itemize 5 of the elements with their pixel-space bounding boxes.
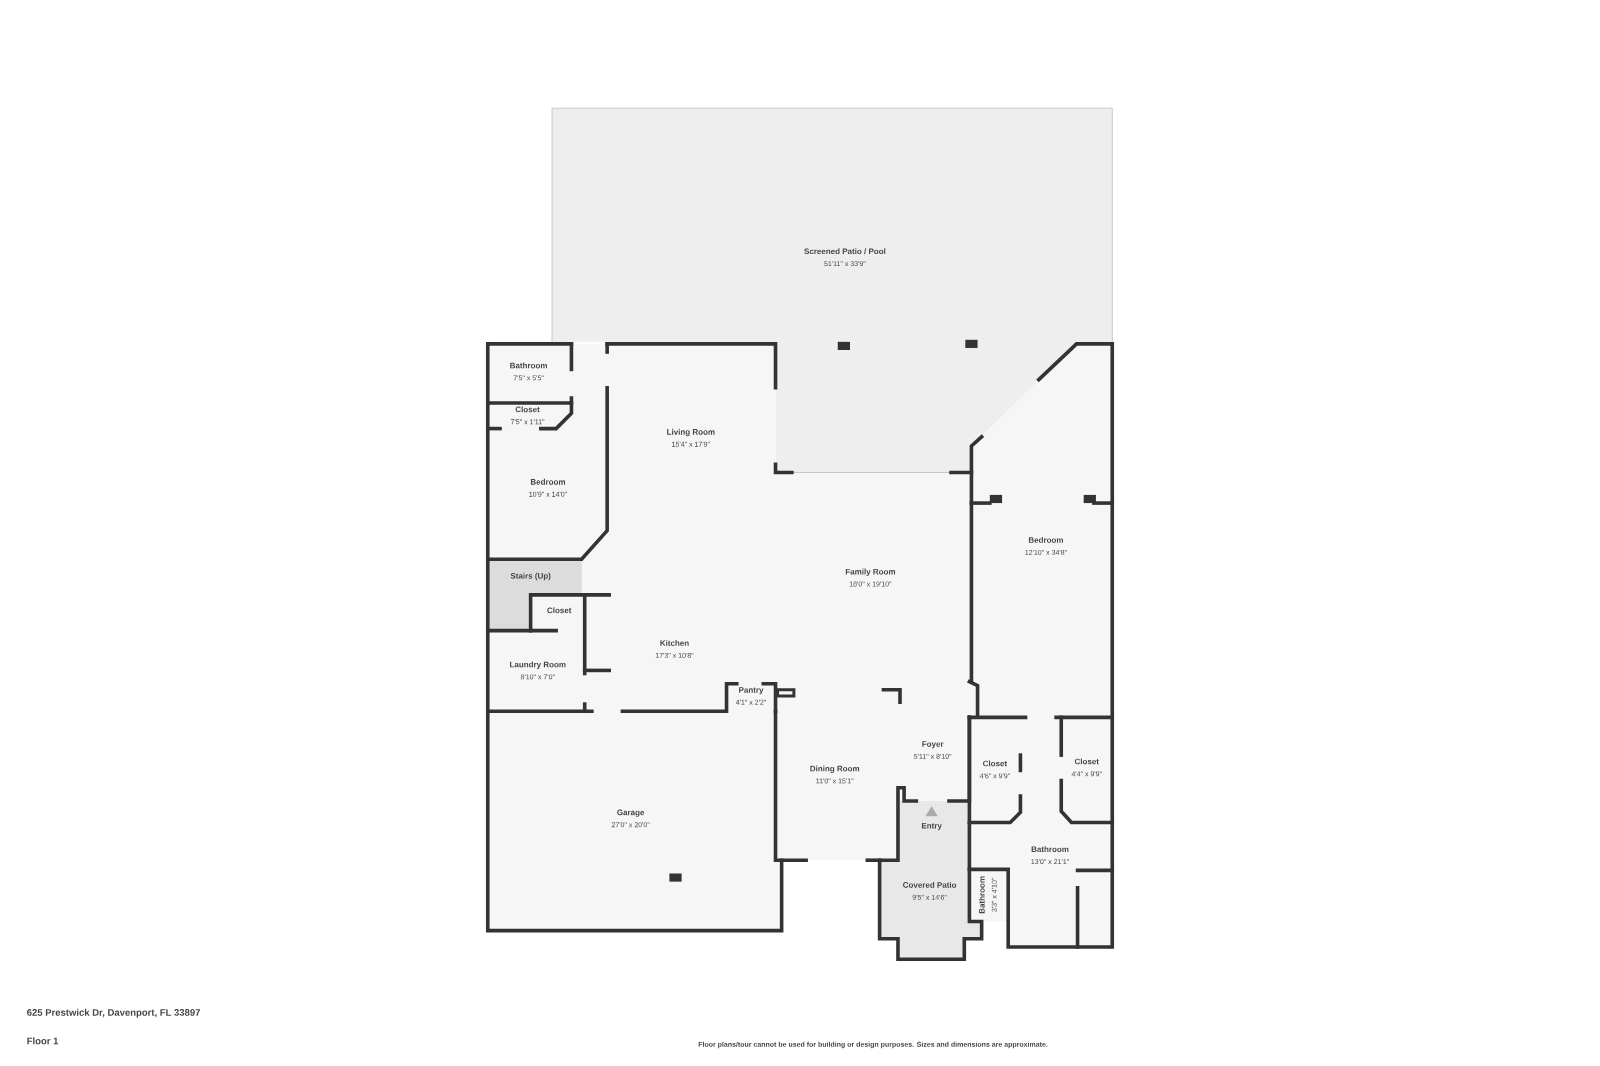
address: 625 Prestwick Dr, Davenport, FL 33897	[27, 1008, 200, 1018]
room-label: Entry	[921, 822, 942, 830]
room-label: Stairs (Up)	[510, 572, 551, 581]
floor-label: Floor 1	[27, 1037, 59, 1045]
room-label: Closet	[547, 607, 572, 613]
